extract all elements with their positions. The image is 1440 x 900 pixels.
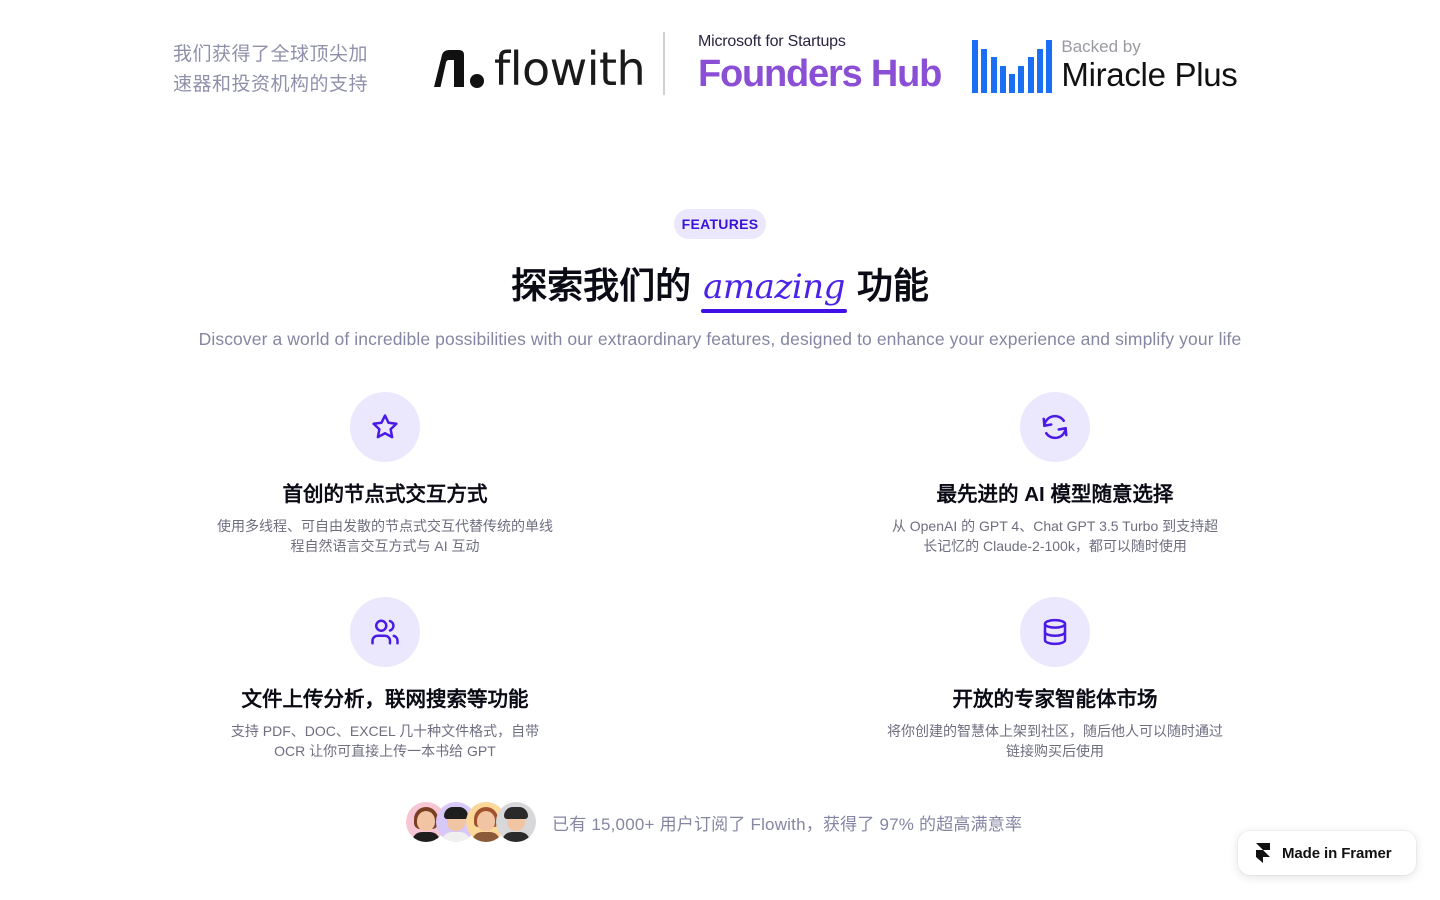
backers-caption: 我们获得了全球顶尖加 速器和投资机构的支持: [173, 40, 368, 100]
title-after: 功能: [856, 265, 929, 306]
flowith-logo: flowith: [432, 42, 646, 96]
logo-divider: [663, 32, 665, 95]
database-icon: [1043, 618, 1067, 646]
backers-bar: 我们获得了全球顶尖加 速器和投资机构的支持 flowith Microsoft …: [0, 28, 1440, 108]
backed-by-label: Backed by: [1061, 37, 1141, 56]
backers-caption-line2: 速器和投资机构的支持: [173, 74, 369, 95]
feature-card-ai-models: 最先进的 AI 模型随意选择 从 OpenAI 的 GPT 4、Chat GPT…: [855, 392, 1255, 556]
miracle-plus-logo: Backed by Miracle Plus: [972, 37, 1238, 93]
flowith-wordmark: flowith: [494, 42, 646, 96]
microsoft-for-startups-label: Microsoft for Startups: [698, 33, 846, 50]
feature-card-node-interaction: 首创的节点式交互方式 使用多线程、可自由发散的节点式交互代替传统的单线程自然语言…: [185, 392, 585, 556]
backers-caption-line1: 我们获得了全球顶尖加: [173, 44, 369, 65]
founders-hub-label: Founders Hub: [698, 53, 942, 95]
feature-icon-circle: [350, 392, 420, 462]
feature-icon-circle: [1020, 392, 1090, 462]
features-badge: FEATURES: [674, 209, 766, 239]
section-subtitle: Discover a world of incredible possibili…: [198, 329, 1242, 349]
social-proof: 已有 15,000+ 用户订阅了 Flowith，获得了 97% 的超高满意率: [406, 801, 1022, 843]
feature-title: 文件上传分析，联网搜索等功能: [241, 688, 529, 711]
feature-card-agent-market: 开放的专家智能体市场 将你创建的智慧体上架到社区，随后他人可以随时通过链接购买后…: [855, 597, 1255, 761]
feature-description: 从 OpenAI 的 GPT 4、Chat GPT 3.5 Turbo 到支持超…: [891, 518, 1219, 554]
section-title: 探索我们的 amazing 功能: [0, 260, 1440, 313]
feature-card-file-upload: 文件上传分析，联网搜索等功能 支持 PDF、DOC、EXCEL 几十种文件格式，…: [185, 597, 585, 761]
feature-icon-circle: [350, 597, 420, 667]
social-proof-text: 已有 15,000+ 用户订阅了 Flowith，获得了 97% 的超高满意率: [552, 814, 1023, 834]
title-before: 探索我们的: [511, 265, 692, 306]
made-in-framer-label: Made in Framer: [1282, 844, 1392, 862]
microsoft-founders-hub-logo: Microsoft for Startups Founders Hub: [698, 32, 942, 95]
framer-logo-icon: [1256, 843, 1270, 863]
feature-title: 最先进的 AI 模型随意选择: [936, 483, 1174, 506]
title-highlight: amazing: [701, 261, 847, 313]
feature-title: 开放的专家智能体市场: [952, 688, 1158, 711]
feature-description: 将你创建的智慧体上架到社区，随后他人可以随时通过链接购买后使用: [887, 723, 1223, 759]
miracle-plus-bars-icon: [972, 40, 1053, 93]
users-icon: [371, 619, 399, 645]
refresh-icon: [1042, 414, 1068, 440]
avatar: [496, 802, 536, 842]
feature-description: 使用多线程、可自由发散的节点式交互代替传统的单线程自然语言交互方式与 AI 互动: [217, 518, 553, 554]
made-in-framer-badge[interactable]: Made in Framer: [1238, 831, 1416, 875]
flowith-mark-icon: [434, 50, 484, 88]
feature-icon-circle: [1020, 597, 1090, 667]
miracle-plus-label: Miracle Plus: [1061, 56, 1238, 93]
star-icon: [372, 414, 398, 439]
feature-description: 支持 PDF、DOC、EXCEL 几十种文件格式，自带 OCR 让你可直接上传一…: [230, 723, 540, 759]
avatar-group: [406, 802, 536, 842]
feature-title: 首创的节点式交互方式: [282, 483, 488, 506]
